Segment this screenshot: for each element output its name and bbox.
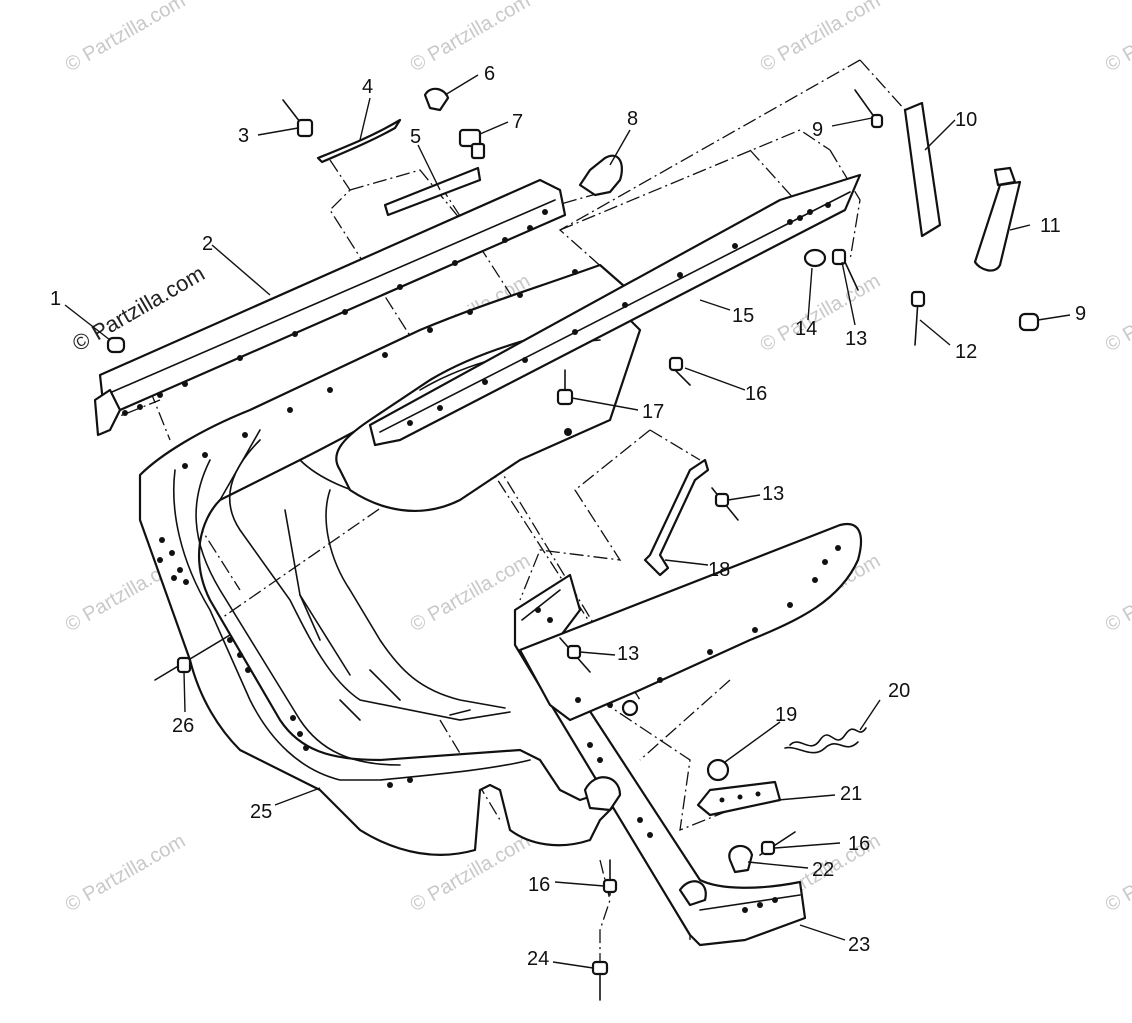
- callout-13-mid: 13: [762, 483, 784, 505]
- part-side-panel: [518, 522, 863, 722]
- watermark: © Partzilla.com: [407, 0, 535, 76]
- callout-4: 4: [362, 76, 373, 98]
- watermark: © Partzilla.com: [62, 830, 190, 916]
- callout-21: 21: [840, 783, 862, 805]
- small-parts: [106, 87, 1040, 1001]
- callout-11: 11: [1040, 215, 1061, 237]
- callout-16-right: 16: [848, 833, 870, 855]
- callout-26: 26: [172, 715, 194, 737]
- callout-18: 18: [708, 559, 730, 581]
- part-2-rail: [93, 178, 567, 437]
- callout-3: 3: [238, 125, 249, 147]
- callout-25: 25: [250, 801, 272, 823]
- callout-24: 24: [527, 948, 549, 970]
- callout-13-top: 13: [845, 328, 867, 350]
- callout-9-top: 9: [812, 119, 823, 141]
- callout-5: 5: [410, 126, 421, 148]
- callout-20: 20: [888, 680, 910, 702]
- part-15-rail: [368, 173, 862, 447]
- callout-16-mid: 16: [745, 383, 767, 405]
- callout-16-bottom: 16: [528, 874, 550, 896]
- callout-10: 10: [955, 109, 977, 131]
- callout-19: 19: [775, 704, 797, 726]
- leader-lines: [64, 74, 1071, 969]
- callout-12: 12: [955, 341, 977, 363]
- callout-17: 17: [642, 401, 664, 423]
- callout-15: 15: [732, 305, 754, 327]
- callout-1: 1: [50, 288, 61, 310]
- callout-labels: 1 2 3 4 5 6 7 8 9 10 11 9 12 13 14 15 16…: [50, 63, 1086, 970]
- callout-14: 14: [795, 318, 817, 340]
- callout-13-lower: 13: [617, 643, 639, 665]
- part-25-tub: [138, 263, 642, 856]
- watermark: © Partzilla.com: [1102, 550, 1132, 636]
- callout-2: 2: [202, 233, 213, 255]
- watermark: © Partzilla.com: [1102, 830, 1132, 916]
- callout-9-lower: 9: [1075, 303, 1086, 325]
- callout-23: 23: [848, 934, 870, 956]
- watermark: © Partzilla.com: [1102, 0, 1132, 76]
- callout-22: 22: [812, 859, 834, 881]
- callout-8: 8: [627, 108, 638, 130]
- watermark: © Partzilla.com: [1102, 270, 1132, 356]
- callout-7: 7: [512, 111, 523, 133]
- watermark: © Partzilla.com: [62, 0, 190, 76]
- callout-6: 6: [484, 63, 495, 85]
